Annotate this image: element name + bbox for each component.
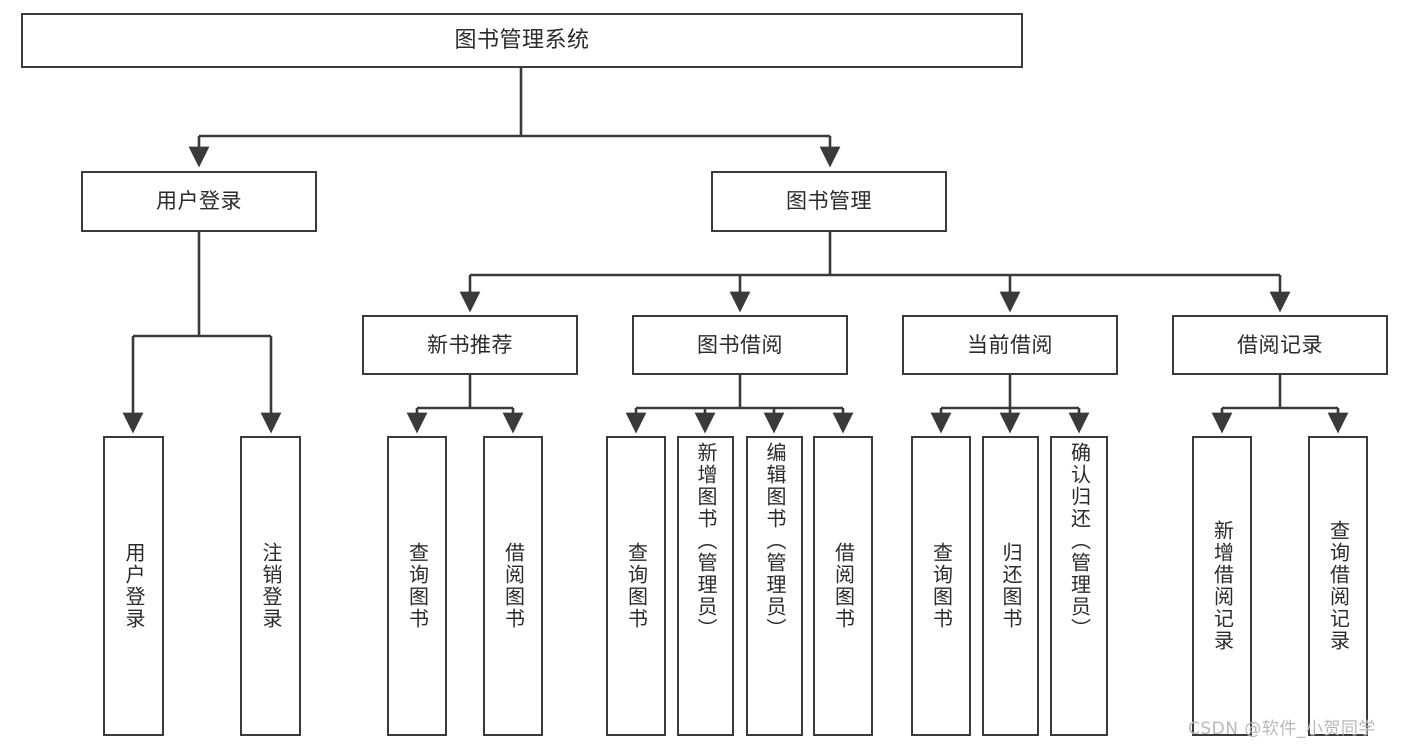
node-leaf-query-book-2[interactable]: 查询图书 [606,436,666,736]
node-user-login[interactable]: 用户登录 [81,171,317,232]
node-leaf-borrow-book-1[interactable]: 借阅图书 [483,436,543,736]
node-label: 查询借阅记录 [1326,520,1351,652]
node-leaf-query-book-3[interactable]: 查询图书 [911,436,971,736]
node-book-borrow[interactable]: 图书借阅 [632,315,848,375]
node-label: 新书推荐 [427,332,513,357]
node-leaf-user-login[interactable]: 用户登录 [103,436,164,736]
node-leaf-confirm-return-admin[interactable]: 确认归还（管理员） [1050,436,1108,736]
node-root-book-management-system[interactable]: 图书管理系统 [21,13,1023,68]
node-leaf-add-book-admin[interactable]: 新增图书（管理员） [677,436,734,736]
node-label: 图书管理系统 [454,27,590,53]
node-label: 借阅记录 [1237,332,1323,357]
node-current-borrow[interactable]: 当前借阅 [902,315,1118,375]
node-label: 确认归还（管理员） [1067,442,1092,640]
node-label: 借阅图书 [831,542,856,630]
node-label: 借阅图书 [501,542,526,630]
node-leaf-return-book[interactable]: 归还图书 [982,436,1039,736]
node-borrow-record[interactable]: 借阅记录 [1172,315,1388,375]
node-label: 新增图书（管理员） [694,442,718,640]
node-new-book-recommend[interactable]: 新书推荐 [362,315,578,375]
node-leaf-add-borrow-record[interactable]: 新增借阅记录 [1192,436,1252,736]
node-label: 归还图书 [999,542,1023,630]
csdn-watermark: CSDN @软件_小贺同学 [1188,719,1376,739]
node-leaf-query-book-1[interactable]: 查询图书 [387,436,447,736]
node-label: 查询图书 [929,542,954,630]
node-label: 查询图书 [624,542,649,630]
node-label: 注销登录 [259,542,283,630]
node-label: 新增借阅记录 [1210,520,1235,652]
node-label: 用户登录 [156,189,242,214]
node-leaf-borrow-book-2[interactable]: 借阅图书 [813,436,873,736]
node-leaf-logout[interactable]: 注销登录 [240,436,301,736]
node-label: 用户登录 [122,542,146,630]
node-leaf-query-borrow-record[interactable]: 查询借阅记录 [1308,436,1368,736]
node-label: 图书借阅 [697,332,783,357]
node-label: 图书管理 [786,189,872,214]
node-label: 当前借阅 [967,332,1053,357]
node-label: 编辑图书（管理员） [763,442,787,640]
node-leaf-edit-book-admin[interactable]: 编辑图书（管理员） [746,436,803,736]
node-book-management[interactable]: 图书管理 [711,171,947,232]
node-label: 查询图书 [405,542,430,630]
